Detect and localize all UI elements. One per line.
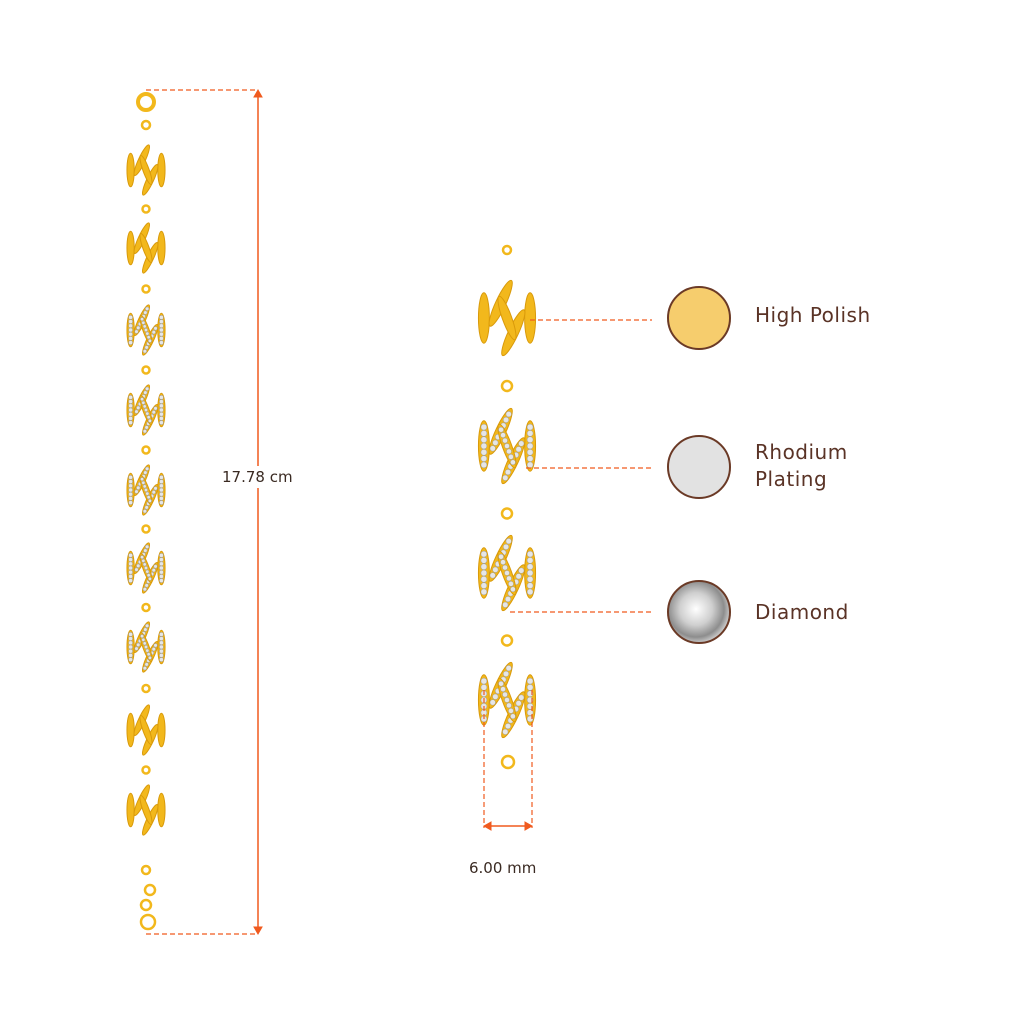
jump-ring <box>141 284 151 294</box>
jump-ring <box>501 244 513 256</box>
diamond-link <box>126 304 166 356</box>
diamond-swatch-icon <box>667 580 731 644</box>
legend-label-diamond: Diamond <box>755 600 849 624</box>
rhodium-swatch-icon <box>667 435 731 499</box>
jump-ring <box>141 445 151 455</box>
length-dimension <box>146 88 263 936</box>
bracelet-detail-view <box>477 244 537 770</box>
jump-ring <box>141 365 151 375</box>
lobster-clasp <box>136 92 156 112</box>
gold-swatch-icon <box>667 286 731 350</box>
jump-ring <box>141 765 151 775</box>
length-label: 17.78 cm <box>222 466 293 488</box>
gold-link <box>126 784 166 836</box>
legend-label-line2: Plating <box>755 467 828 491</box>
jump-ring <box>500 379 514 393</box>
jump-ring <box>143 883 157 897</box>
legend-leader-lines <box>510 319 652 613</box>
width-label: 6.00 mm <box>469 857 537 879</box>
jump-ring <box>500 507 514 520</box>
gold-link <box>126 144 166 196</box>
jump-ring <box>141 602 151 613</box>
diamond-link <box>126 464 166 516</box>
jump-ring <box>139 898 153 912</box>
diamond-link <box>477 534 537 612</box>
gold-link <box>126 222 166 274</box>
diamond-link <box>477 407 537 485</box>
jump-ring <box>141 524 151 534</box>
width-dimension <box>482 690 534 831</box>
legend-label-rhodium-plating: Rhodium Plating <box>755 439 848 493</box>
jump-ring <box>140 864 152 876</box>
gold-link <box>126 704 166 756</box>
diamond-link <box>126 542 166 594</box>
jump-ring <box>500 634 514 647</box>
diamond-link <box>126 384 166 436</box>
jump-ring <box>141 683 151 694</box>
jump-ring <box>139 913 157 931</box>
legend-label-line1: Rhodium <box>755 440 848 464</box>
diamond-link <box>477 661 537 739</box>
jump-ring <box>141 204 151 214</box>
jump-ring <box>500 754 516 770</box>
diamond-link <box>126 621 166 673</box>
bracelet-full-view <box>126 92 166 931</box>
jump-ring <box>140 119 152 131</box>
legend-label-high-polish: High Polish <box>755 303 871 327</box>
gold-link <box>477 279 537 357</box>
